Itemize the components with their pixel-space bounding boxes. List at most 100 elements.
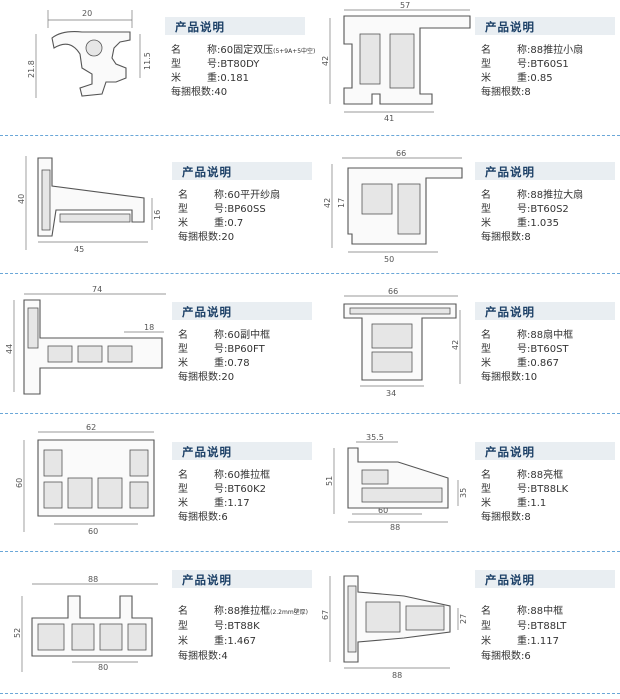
spec-count: 每捆根数:10 [481,372,538,383]
dim-text: 40 [17,194,26,204]
spec-model: 型号:BT60K2 [178,484,266,495]
spec-count: 每捆根数:8 [481,512,531,523]
spec-model: 型号:BP60FT [178,344,265,355]
dim-text: 20 [82,9,92,18]
spec-model: 型号:BT60ST [481,344,569,355]
panel-title-bar: 产品说明 [475,442,615,460]
spec-model: 型号:BT88LK [481,484,569,495]
dim-text: 42 [451,340,460,350]
profile-drawing-bt60s2: 66 42 17 50 [323,149,463,264]
dim-text: 41 [384,114,394,123]
spec-model: 型号:BT80DY [171,59,260,70]
panel-title: 产品说明 [485,573,535,587]
profile-drawing-bt60st: 66 42 34 [343,287,461,398]
dim-text: 11.5 [143,52,152,70]
dim-text: 35.5 [366,433,384,442]
panel-title-bar: 产品说明 [172,162,312,180]
spec-weight: 米重:0.867 [481,358,560,369]
panel-title: 产品说明 [485,165,535,179]
dim-text: 34 [386,389,396,398]
spec-name: 名称:88推拉小扇 [481,45,584,56]
profile-drawing-bt60k2: 62 60 60 [15,423,155,536]
dim-text: 52 [13,628,22,638]
spec-model: 型号:BT60S2 [481,204,569,215]
spec-name: 名称:88扇中框 [481,330,574,341]
spec-count: 每捆根数:4 [178,651,228,662]
spec-weight: 米重:1.1 [481,498,547,509]
dim-text: 88 [390,523,400,532]
spec-weight: 米重:0.7 [178,218,244,229]
panel-title-bar: 产品说明 [172,570,312,588]
section-divider [0,413,620,414]
dim-text: 74 [92,285,102,294]
panel-title: 产品说明 [182,305,232,319]
panel-title: 产品说明 [485,20,535,34]
spec-name: 名称:88亮框 [481,470,564,481]
spec-name: 名称:88推拉大扇 [481,190,584,201]
panel-title: 产品说明 [182,573,232,587]
profile-drawing-bp60ft: 74 18 44 [5,285,166,395]
dim-text: 50 [384,255,394,264]
section-divider [0,135,620,136]
dim-text: 21.8 [27,60,36,78]
dim-text: 88 [392,671,402,680]
spec-weight: 米重:0.181 [171,73,250,84]
dim-text: 16 [153,210,162,220]
panel-title: 产品说明 [182,445,232,459]
spec-name: 名称:88中框 [481,606,564,617]
spec-name: 名称:88推拉框(2.2mm壁厚) [178,606,309,617]
dim-text: 42 [321,56,330,66]
panel-title-bar: 产品说明 [172,302,312,320]
spec-weight: 米重:1.035 [481,218,560,229]
section-divider [0,551,620,552]
panel-title-bar: 产品说明 [475,17,615,35]
profile-drawing-bt88lt: 67 27 88 [321,575,468,680]
panel-title: 产品说明 [485,305,535,319]
spec-count: 每捆根数:8 [481,232,531,243]
spec-count: 每捆根数:8 [481,87,531,98]
spec-weight: 米重:1.117 [481,636,560,647]
spec-model: 型号:BP60SS [178,204,266,215]
dim-text: 66 [388,287,398,296]
spec-weight: 米重:1.17 [178,498,250,509]
profile-drawing-bt88lk: 35.5 51 35 60 88 [325,433,468,532]
spec-count: 每捆根数:20 [178,372,235,383]
spec-name: 名称:60副中框 [178,330,271,341]
dim-text: 88 [88,575,98,584]
dim-text: 18 [144,323,154,332]
spec-weight: 米重:1.467 [178,636,257,647]
dim-text: 66 [396,149,406,158]
panel-title: 产品说明 [175,20,225,34]
profile-drawing-bt80dy: 20 21.8 11.5 [27,9,152,98]
panel-title-bar: 产品说明 [475,302,615,320]
panel-title-bar: 产品说明 [475,162,615,180]
dim-text: 42 [323,198,332,208]
panel-title-bar: 产品说明 [172,442,312,460]
spec-count: 每捆根数:6 [481,651,531,662]
dim-text: 60 [378,506,388,515]
spec-count: 每捆根数:40 [171,87,228,98]
spec-name: 名称:60固定双压(5+9A+5中空) [171,45,316,56]
dim-text: 80 [98,663,108,672]
spec-model: 型号:BT88K [178,621,260,632]
panel-title-bar: 产品说明 [475,570,615,588]
spec-weight: 米重:0.85 [481,73,553,84]
profile-drawing-bp60ss: 40 16 45 [17,156,162,254]
panel-title: 产品说明 [182,165,232,179]
spec-name: 名称:60推拉框 [178,470,271,481]
section-divider [0,273,620,274]
dim-text: 27 [459,614,468,624]
spec-count: 每捆根数:20 [178,232,235,243]
profile-drawing-bt60s1: 57 42 41 [321,1,471,123]
panel-title: 产品说明 [485,445,535,459]
spec-weight: 米重:0.78 [178,358,250,369]
profile-drawing-bt88k: 88 52 80 [13,575,158,672]
spec-count: 每捆根数:6 [178,512,228,523]
dim-text: 57 [400,1,410,10]
dim-text: 60 [88,527,98,536]
spec-model: 型号:BT88LT [481,621,567,632]
dim-text: 60 [15,478,24,488]
panel-title-bar: 产品说明 [165,17,305,35]
section-divider [0,693,620,694]
dim-text: 51 [325,476,334,486]
